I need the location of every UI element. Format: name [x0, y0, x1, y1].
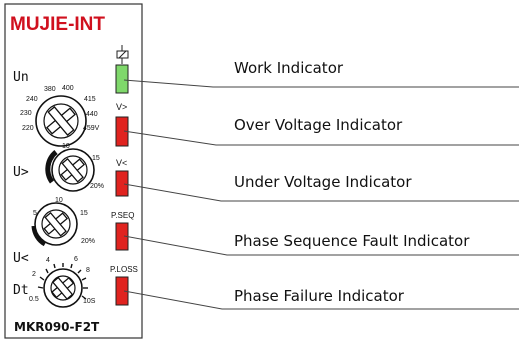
callout-line-work: [123, 79, 519, 88]
indicator-tag-phase-sequence: P.SEQ: [111, 211, 134, 220]
u-over-tick-10: 10: [62, 143, 70, 150]
knob-label-u-under: U<: [13, 251, 29, 266]
u-under-tick-10: 10: [55, 197, 63, 204]
relay-symbol-icon: [116, 45, 129, 64]
knob-u-over[interactable]: [45, 148, 95, 192]
callout-line-over-voltage: [123, 130, 519, 146]
un-tick-459v: 459V: [83, 125, 100, 132]
dt-tick-10s: 10S: [83, 298, 96, 305]
indicator-tag-phase-loss: P.LOSS: [110, 265, 138, 274]
callout-under-voltage-indicator: Under Voltage Indicator: [234, 173, 412, 191]
callout-line-phase-sequence: [123, 235, 519, 256]
un-tick-400: 400: [62, 85, 74, 92]
dt-tick-4: 4: [46, 257, 50, 264]
knob-u-under[interactable]: [31, 202, 78, 247]
callout-work-indicator: Work Indicator: [234, 59, 344, 77]
knob-label-u-over: U>: [13, 165, 29, 180]
callout-phase-sequence-indicator: Phase Sequence Fault Indicator: [234, 232, 470, 250]
un-tick-415: 415: [84, 96, 96, 103]
callout-lines: [123, 79, 519, 310]
indicator-tag-over-voltage: V>: [116, 102, 127, 112]
u-over-tick-5: 5: [50, 155, 54, 162]
brand-logo: MUJIE-INT: [10, 14, 105, 35]
callout-over-voltage-indicator: Over Voltage Indicator: [234, 116, 403, 134]
under-voltage-indicator-lamp: [115, 170, 129, 197]
dt-tick-2: 2: [32, 271, 36, 278]
un-tick-380: 380: [44, 86, 56, 93]
dt-tick-6: 6: [74, 256, 78, 263]
u-under-tick-15: 15: [80, 210, 88, 217]
indicator-tag-under-voltage: V<: [116, 158, 127, 168]
un-tick-230: 230: [20, 110, 32, 117]
dt-tick-8: 8: [86, 267, 90, 274]
callout-line-phase-loss: [123, 290, 519, 310]
callout-phase-failure-indicator: Phase Failure Indicator: [234, 287, 405, 305]
work-indicator-lamp: [115, 64, 129, 94]
u-under-tick-20: 20%: [81, 238, 95, 245]
u-over-tick-15: 15: [92, 155, 100, 162]
phase-loss-indicator-lamp: [115, 276, 129, 306]
un-tick-240: 240: [26, 96, 38, 103]
knob-label-dt: Dt: [13, 283, 29, 298]
dt-tick-0-5: 0.5: [29, 296, 39, 303]
un-tick-440: 440: [86, 111, 98, 118]
u-over-tick-20: 20%: [90, 183, 104, 190]
u-under-tick-5: 5: [33, 210, 37, 217]
knob-dt[interactable]: [37, 263, 88, 308]
un-tick-220: 220: [22, 125, 34, 132]
knob-label-un: Un: [13, 70, 29, 85]
knob-un[interactable]: [35, 95, 87, 147]
model-number: MKR090-F2T: [14, 320, 100, 334]
callout-line-under-voltage: [123, 183, 519, 202]
